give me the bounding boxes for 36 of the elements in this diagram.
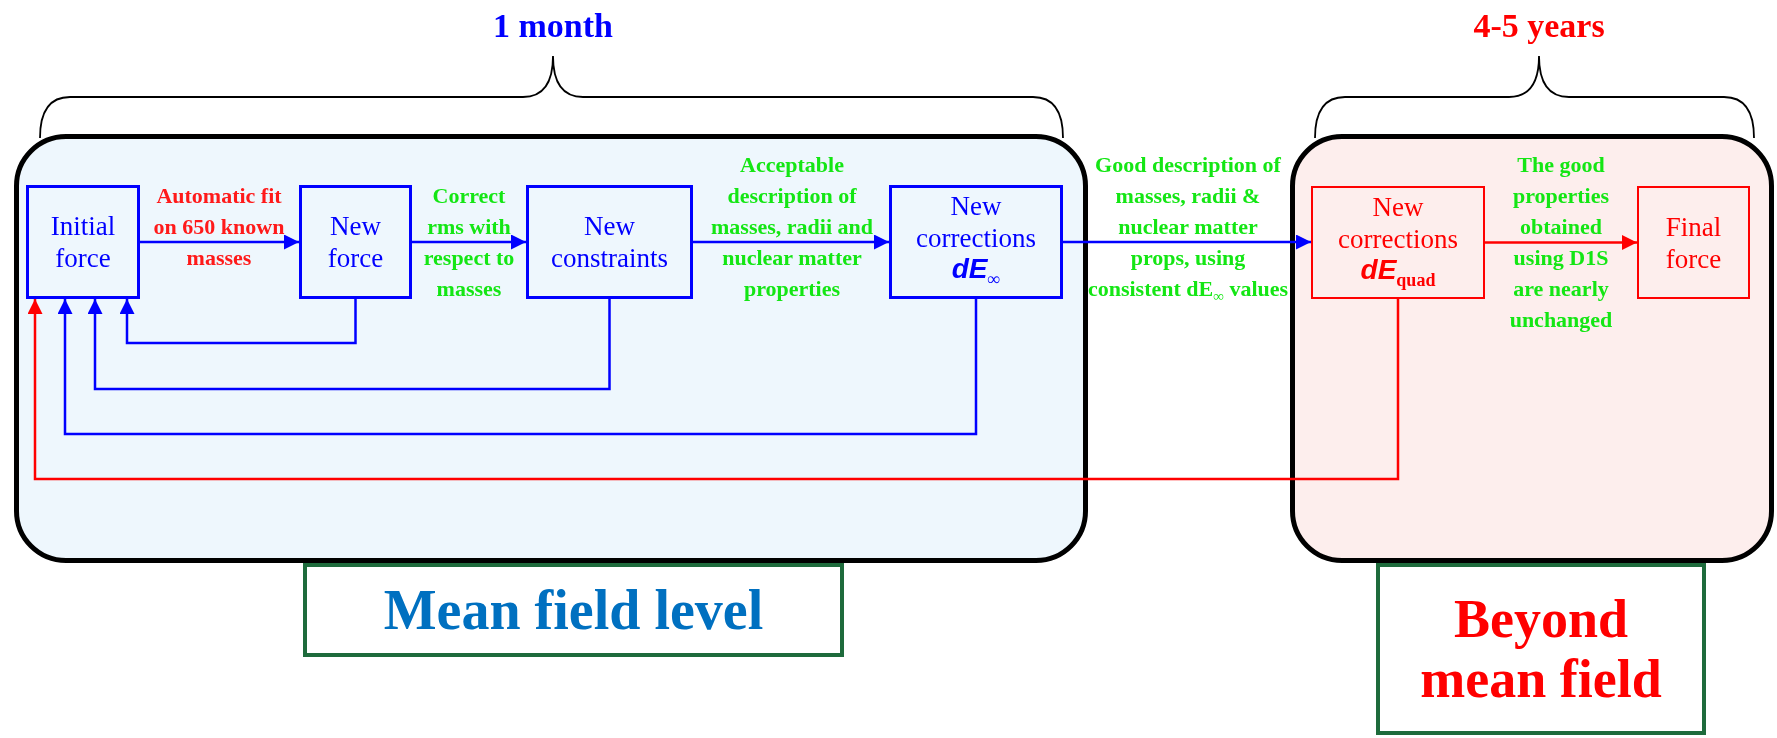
process-box — [26, 185, 140, 299]
duration-label: 1 month — [492, 6, 614, 46]
process-box — [526, 185, 693, 299]
formula-label: dE$_{quad}$ — [1360, 254, 1436, 292]
arrow — [87, 299, 611, 391]
edge-label: Good description of masses, radii & nuclear matter props, using consistent dE$_{∞}$ values — [1087, 151, 1289, 307]
process-box — [299, 185, 412, 299]
group-panel — [14, 134, 1088, 563]
arrow — [1485, 235, 1637, 250]
arrow — [1063, 234, 1311, 250]
arrow — [57, 299, 978, 436]
node-label: Initial force — [49, 210, 117, 274]
node-label: Final force — [1664, 210, 1723, 275]
node-label: New corrections — [915, 190, 1037, 255]
duration-label: 4-5 years — [1472, 6, 1606, 46]
process-box — [889, 185, 1063, 299]
node-label: Mean field level — [382, 578, 765, 642]
arrow — [693, 234, 889, 250]
edge-label: Acceptable description of masses, radii and nuclear matter properties — [710, 151, 874, 303]
arrow — [140, 234, 299, 250]
level-box — [1376, 563, 1706, 735]
node-label: New corrections — [1337, 190, 1459, 255]
node-label: New force — [326, 210, 385, 274]
edge-label: The good properties obtained using D1S are nearly unchanged — [1508, 151, 1614, 334]
arrow — [119, 299, 357, 345]
edge-label: Correct rms with respect to masses — [422, 182, 516, 303]
node-label: New constraints — [550, 210, 669, 274]
edge-label: Automatic fit on 650 known masses — [152, 182, 286, 272]
arrow — [412, 234, 526, 250]
process-box — [1637, 186, 1750, 299]
arrow — [27, 299, 1400, 481]
level-box — [303, 563, 844, 657]
process-box — [1311, 186, 1485, 299]
node-label: Beyond mean field — [1419, 588, 1663, 710]
group-panel — [1290, 134, 1774, 563]
formula-label: dE$_{∞}$ — [951, 254, 1001, 291]
